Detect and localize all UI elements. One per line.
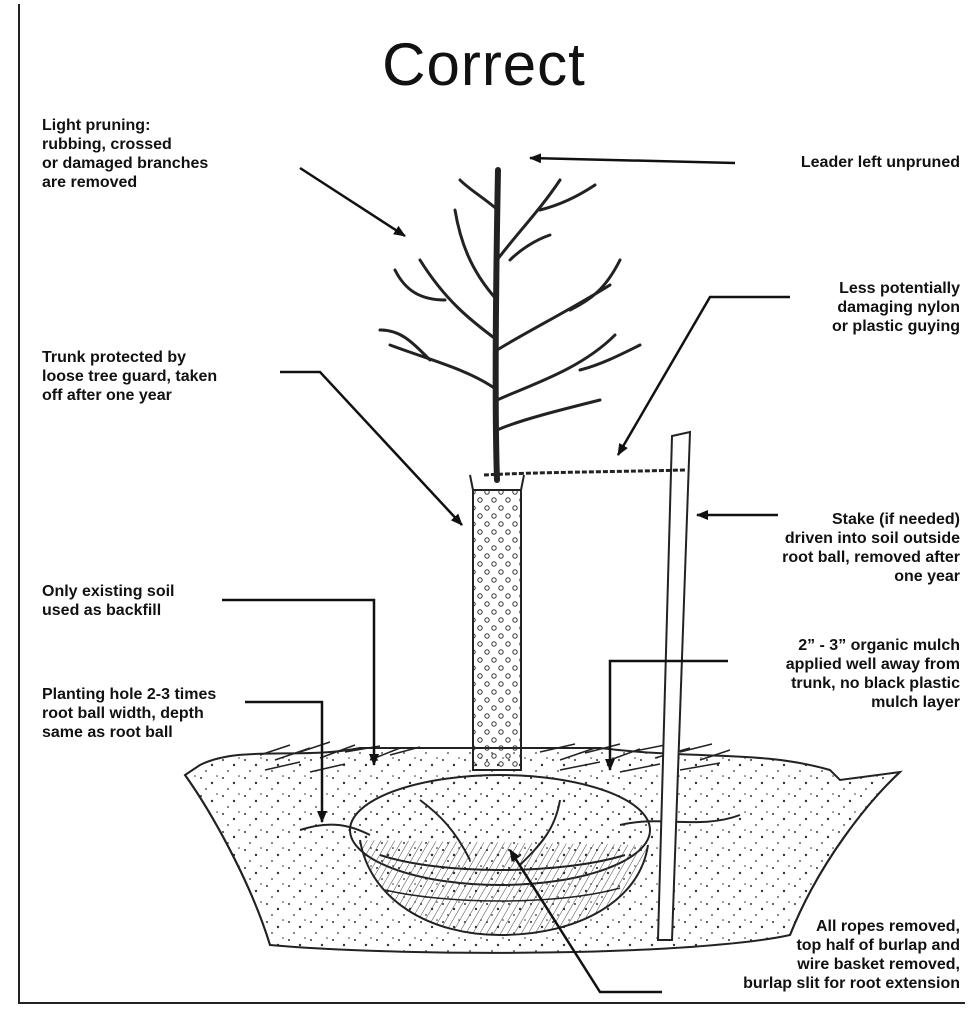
arrow-trunk-guard [280, 372, 462, 525]
tree-trunk-drawing [470, 475, 524, 770]
arrow-guying [618, 297, 790, 455]
arrow-light-pruning [300, 168, 405, 236]
tree-branches-drawing [380, 170, 640, 480]
arrow-leader [530, 158, 735, 163]
guying-wire [484, 470, 685, 475]
arrow-backfill [222, 600, 374, 765]
